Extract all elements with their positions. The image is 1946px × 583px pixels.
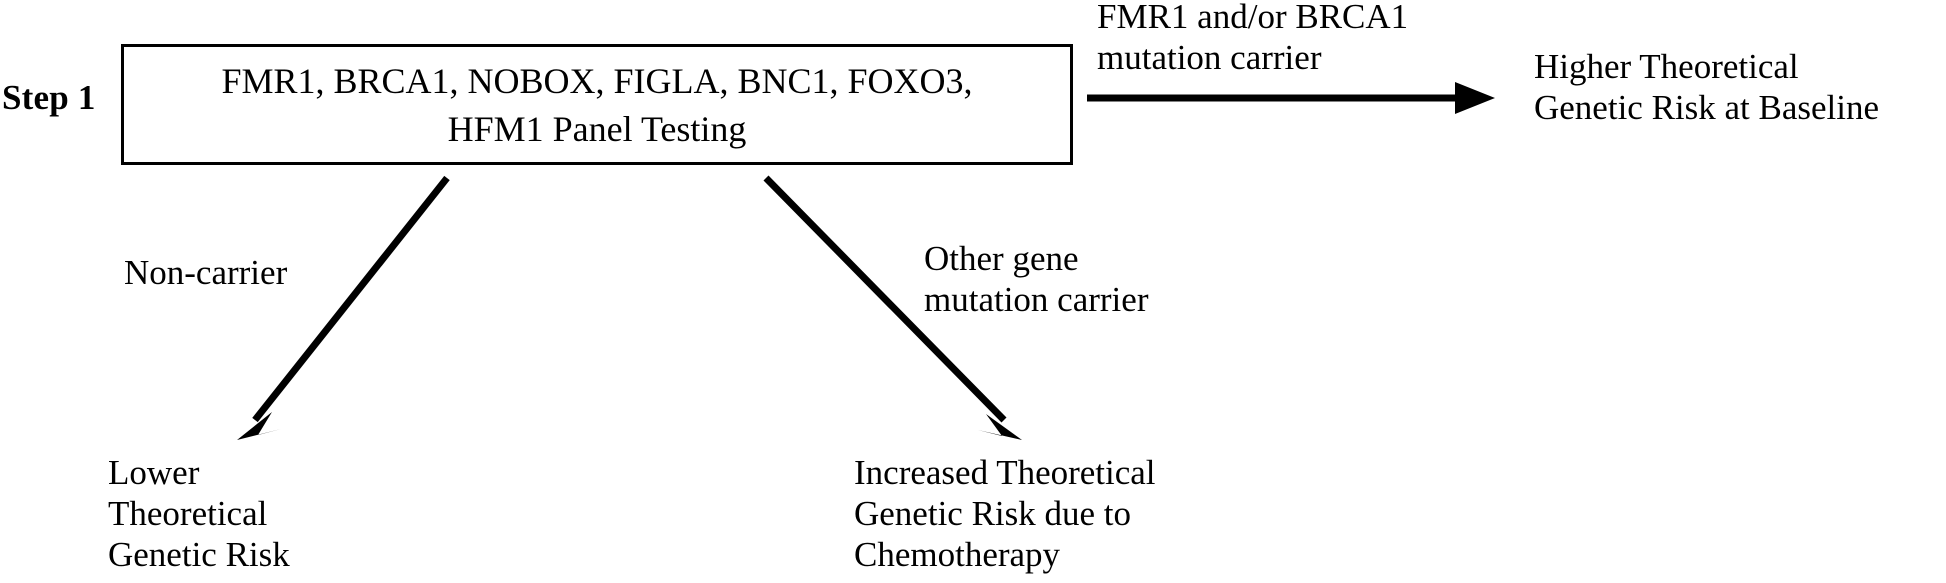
outcome-line-3: Genetic Risk xyxy=(108,535,290,574)
step-label: Step 1 xyxy=(2,78,96,117)
outcome-higher-risk: Higher Theoretical Genetic Risk at Basel… xyxy=(1534,46,1879,128)
panel-testing-line-1: FMR1, BRCA1, NOBOX, FIGLA, BNC1, FOXO3, xyxy=(221,60,973,101)
outcome-lower-risk: Lower Theoretical Genetic Risk xyxy=(108,452,290,575)
edge-label-line-2: mutation carrier xyxy=(924,280,1149,319)
edge-label-fmr-brca-carrier: FMR1 and/or BRCA1 mutation carrier xyxy=(1097,0,1408,78)
edge-label-other-gene-carrier: Other gene mutation carrier xyxy=(924,238,1148,320)
outcome-line-2: Theoretical xyxy=(108,494,268,533)
outcome-line-2: Genetic Risk at Baseline xyxy=(1534,88,1880,127)
outcome-line-1: Higher Theoretical xyxy=(1534,47,1799,86)
outcome-increased-risk: Increased Theoretical Genetic Risk due t… xyxy=(854,452,1156,575)
edge-label-line-1: Other gene xyxy=(924,239,1079,278)
edge-label-line-1: FMR1 and/or BRCA1 xyxy=(1097,0,1409,36)
outcome-line-1: Increased Theoretical xyxy=(854,453,1156,492)
edge-label-non-carrier: Non-carrier xyxy=(124,252,287,293)
arrow-down-left-non-carrier xyxy=(237,175,450,440)
outcome-line-2: Genetic Risk due to xyxy=(854,494,1132,533)
arrow-right-fmr-brca xyxy=(1087,82,1495,114)
edge-label-line-1: Non-carrier xyxy=(124,253,288,292)
panel-testing-line-2: HFM1 Panel Testing xyxy=(447,108,747,149)
outcome-line-3: Chemotherapy xyxy=(854,535,1061,574)
outcome-line-1: Lower xyxy=(108,453,200,492)
edge-label-line-2: mutation carrier xyxy=(1097,38,1322,77)
panel-testing-node: FMR1, BRCA1, NOBOX, FIGLA, BNC1, FOXO3, … xyxy=(121,44,1073,165)
